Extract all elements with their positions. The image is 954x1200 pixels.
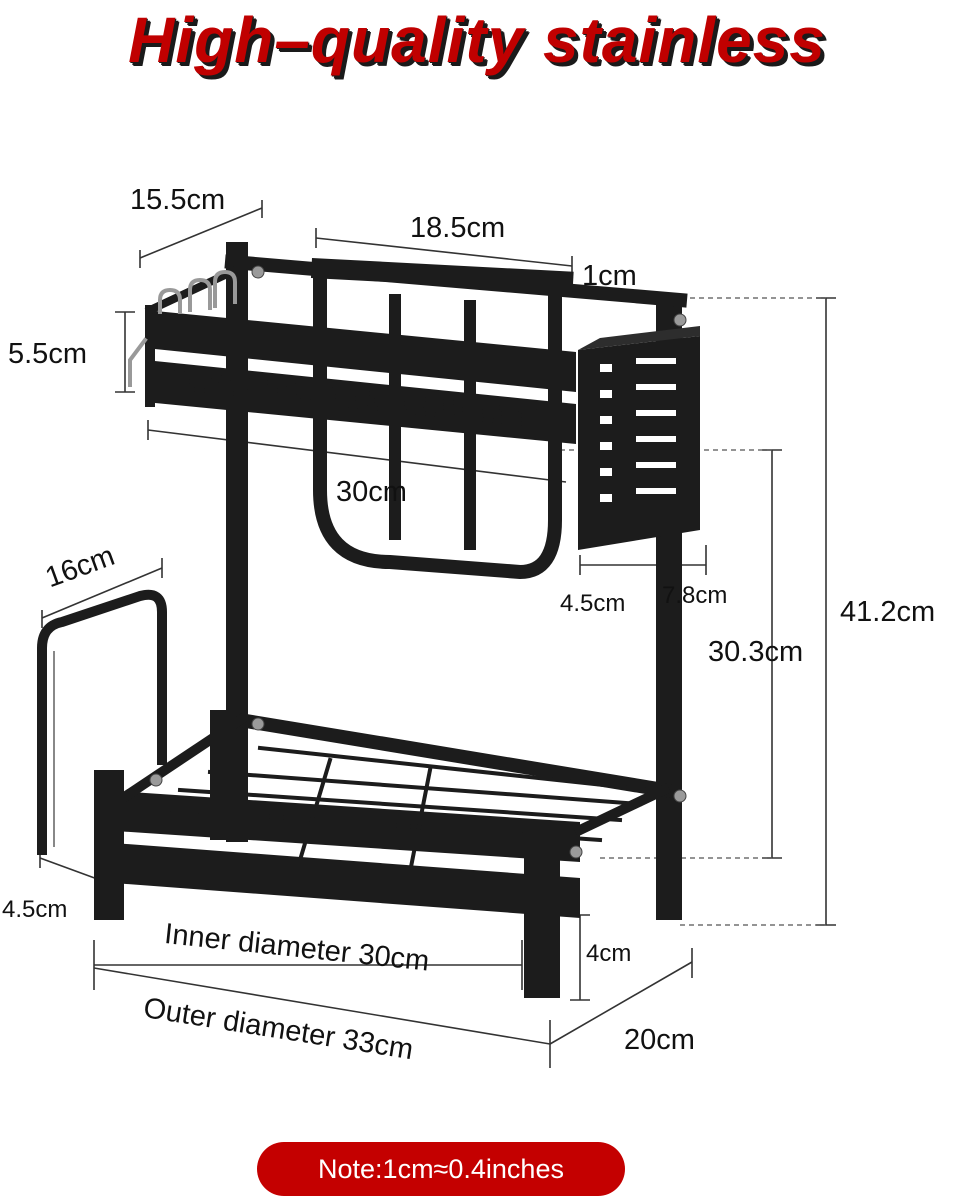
dim-foot-height: 4cm (586, 940, 632, 967)
headline-title: High–quality stainless (128, 4, 826, 76)
dim-holder-width: 4.5cm (560, 590, 626, 617)
screw-heads (149, 265, 687, 859)
dim-top-depth: 15.5cm (130, 184, 226, 216)
dim-bottom-side: 4.5cm (2, 896, 68, 923)
dim-total-height: 41.2cm (840, 596, 936, 628)
utensil-holder-slots (600, 358, 676, 502)
dim-tier-gap: 30.3cm (708, 636, 804, 668)
dimension-guides (560, 297, 826, 926)
rack-frame (37, 242, 700, 998)
dim-top-height: 5.5cm (8, 338, 87, 370)
dim-top-width: 30cm (336, 476, 407, 508)
dim-depth: 20cm (624, 1024, 695, 1056)
dim-holder-depth: 7.8cm (662, 582, 728, 609)
conversion-note: Note:1cm≈0.4inches (257, 1142, 625, 1196)
dimension-lines (39, 200, 836, 1068)
dim-rail-thickness: 1cm (582, 260, 637, 292)
dim-top-inner-width: 18.5cm (410, 212, 506, 244)
